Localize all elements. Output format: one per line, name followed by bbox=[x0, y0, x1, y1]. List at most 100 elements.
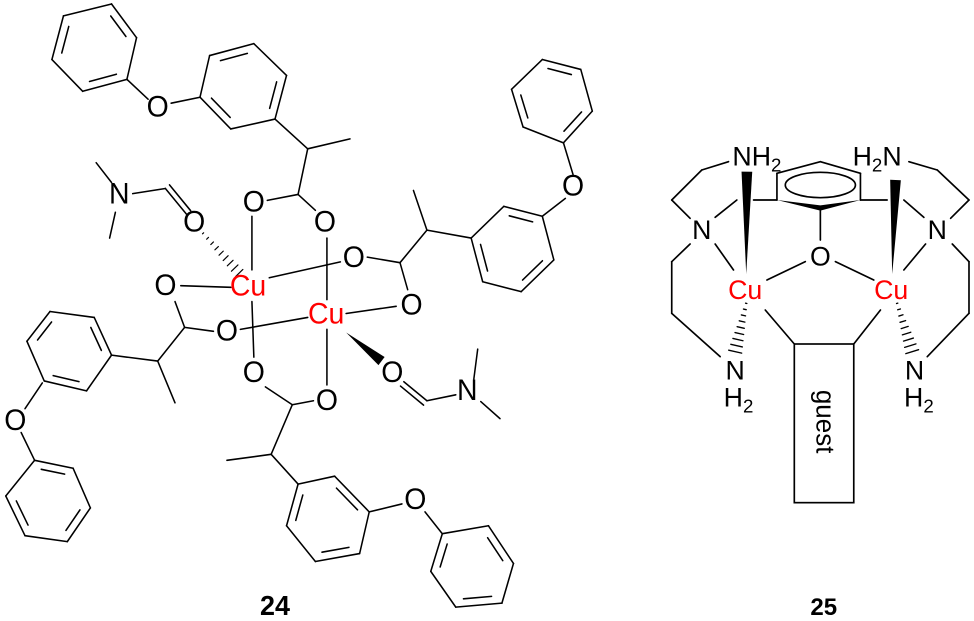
oxygen-atom-label: O bbox=[314, 206, 336, 238]
bond bbox=[131, 187, 167, 195]
bond bbox=[562, 142, 574, 176]
ring-double-bond bbox=[439, 543, 448, 568]
hash-line bbox=[902, 337, 915, 342]
hash-line bbox=[732, 337, 744, 342]
copper-atom-label: Cu bbox=[230, 270, 266, 302]
ring-double-bond bbox=[547, 67, 573, 76]
bond bbox=[714, 199, 738, 219]
ring-bond bbox=[503, 205, 544, 218]
bond bbox=[110, 354, 159, 362]
ring-double-bond bbox=[52, 374, 80, 383]
ring-bond bbox=[208, 42, 255, 57]
ring-bond bbox=[43, 380, 88, 392]
atom-symbol: H bbox=[853, 142, 872, 172]
ring-bond bbox=[333, 475, 370, 513]
bond bbox=[426, 394, 457, 402]
bond bbox=[926, 312, 970, 358]
coordination-bond bbox=[852, 309, 882, 345]
double-bond bbox=[168, 184, 192, 212]
oxygen-atom-label: O bbox=[147, 91, 169, 123]
ring-bond bbox=[510, 58, 544, 91]
benzene-ring bbox=[5, 459, 92, 543]
ring-bond bbox=[126, 36, 138, 81]
wedge-bond bbox=[890, 179, 901, 274]
bond bbox=[399, 261, 409, 291]
bond bbox=[670, 312, 721, 358]
ring-bond bbox=[93, 316, 113, 356]
amine-hydrogen-label: H2 bbox=[904, 382, 934, 415]
ring-double-bond bbox=[563, 111, 583, 132]
hash-line bbox=[230, 264, 239, 272]
subscript: 2 bbox=[872, 154, 882, 175]
nitrogen-atom-label: N bbox=[928, 215, 947, 245]
bond bbox=[951, 243, 970, 263]
ring-bond bbox=[285, 524, 317, 563]
ring-bond bbox=[819, 160, 862, 175]
bond bbox=[156, 360, 176, 404]
double-bond bbox=[164, 187, 188, 216]
ring-double-bond bbox=[462, 595, 493, 600]
bond bbox=[399, 229, 428, 264]
hash-line bbox=[740, 314, 747, 317]
oxygen-atom-label: O bbox=[400, 289, 422, 321]
amine-label: NH2 bbox=[732, 142, 781, 175]
bond bbox=[226, 453, 272, 462]
benzene-ring bbox=[51, 3, 138, 93]
ring-bond bbox=[51, 15, 65, 61]
hash-line bbox=[734, 331, 745, 336]
ring-double-bond bbox=[321, 546, 350, 553]
ring-bond bbox=[430, 570, 457, 608]
ring-double-bond bbox=[36, 321, 53, 341]
double-bond bbox=[399, 385, 425, 406]
wedge-bond bbox=[346, 332, 385, 366]
oxygen-atom-label: O bbox=[183, 206, 205, 238]
bond bbox=[908, 160, 939, 171]
ring-double-bond bbox=[109, 15, 127, 38]
coordination-bond bbox=[766, 260, 807, 281]
oxygen-atom-label: O bbox=[243, 357, 265, 389]
bridging-arene-ring bbox=[776, 160, 862, 211]
amine-hydrogen-label: H2 bbox=[724, 382, 754, 415]
oxygen-atom-label: O bbox=[4, 404, 26, 436]
amine-label: H2N bbox=[853, 142, 902, 175]
ring-double-bond bbox=[65, 509, 81, 532]
hash-line bbox=[899, 319, 907, 323]
ring-bond bbox=[62, 3, 113, 17]
nitrogen-atom-label: N bbox=[905, 356, 924, 386]
bond bbox=[949, 199, 970, 220]
hash-line bbox=[235, 268, 244, 278]
double-bond bbox=[403, 380, 428, 402]
bond bbox=[24, 382, 44, 410]
hash-line bbox=[900, 325, 909, 330]
ring-bond bbox=[66, 507, 92, 543]
oxygen-atom-label: O bbox=[243, 186, 265, 218]
hash-line bbox=[218, 250, 224, 256]
ring-bond bbox=[541, 58, 582, 71]
compound-number-24: 24 bbox=[260, 589, 291, 620]
oxygen-atom-label: O bbox=[381, 357, 403, 389]
ring-bond bbox=[5, 495, 26, 537]
ring-double-bond bbox=[335, 487, 359, 511]
ring-bond bbox=[85, 354, 113, 392]
bond bbox=[480, 400, 501, 420]
ring-double-bond bbox=[521, 259, 544, 281]
ring-bond bbox=[285, 483, 299, 527]
bridging-oxygen-label: O bbox=[810, 242, 831, 272]
bond bbox=[266, 193, 299, 202]
bond bbox=[426, 229, 472, 239]
bond bbox=[670, 199, 691, 220]
nitrogen-atom-label: N bbox=[692, 215, 711, 245]
atom-symbol: H bbox=[724, 382, 743, 412]
hash-line bbox=[730, 343, 744, 348]
ring-bond bbox=[199, 54, 211, 99]
atom-symbol: NH bbox=[732, 142, 771, 172]
bond bbox=[670, 243, 691, 263]
coordination-bond bbox=[714, 243, 735, 271]
ring-bond bbox=[253, 42, 288, 77]
hash-line bbox=[728, 349, 743, 354]
nitrogen-atom-label: N bbox=[109, 178, 130, 210]
ring-bond bbox=[297, 475, 336, 485]
ring-bond bbox=[5, 459, 36, 497]
bond bbox=[156, 326, 186, 362]
